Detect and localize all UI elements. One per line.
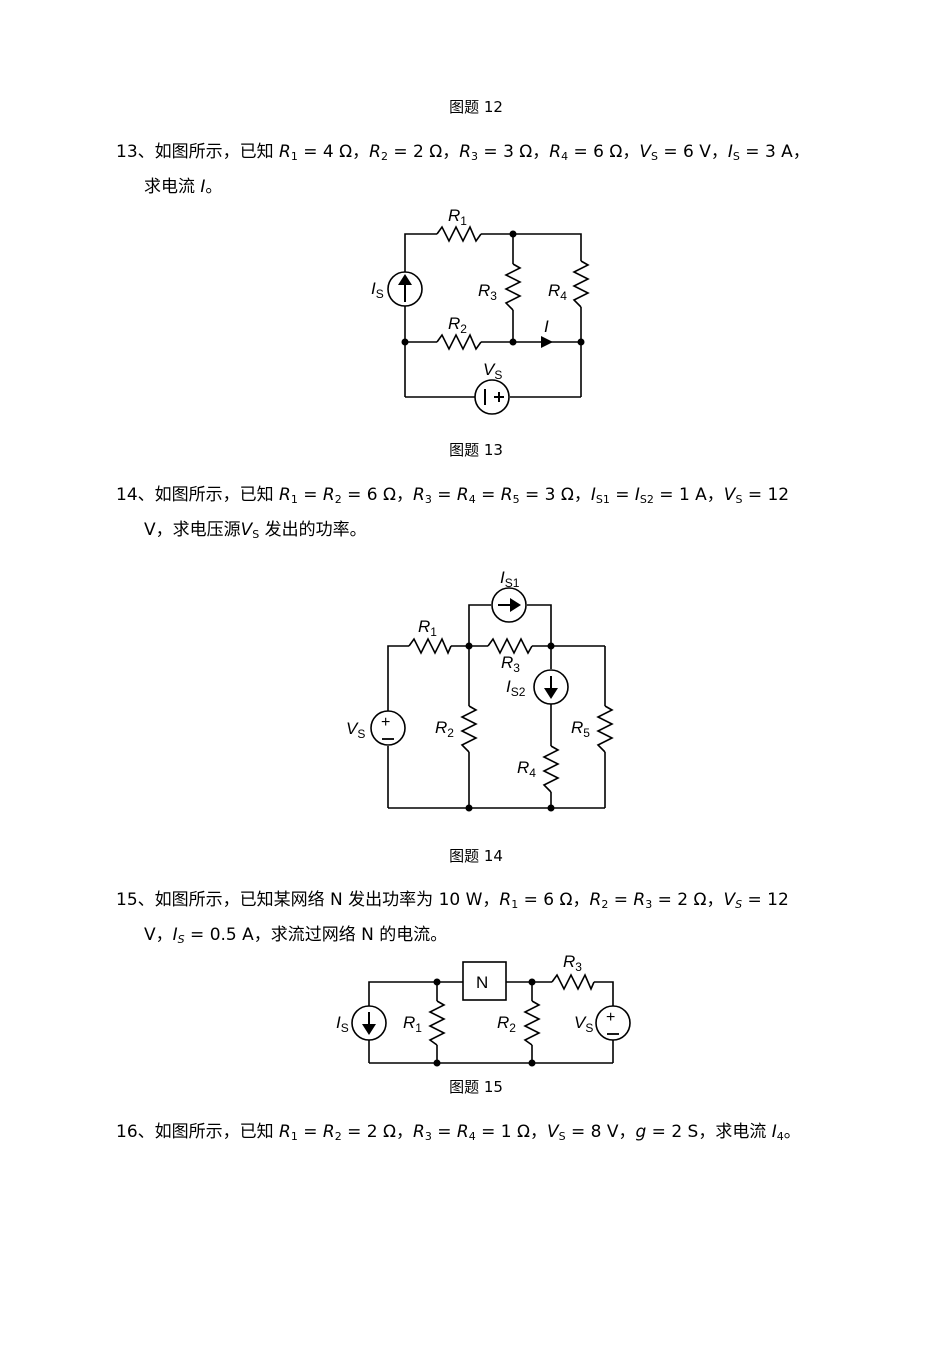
resistor-r2 xyxy=(436,333,482,351)
arrow-up-icon xyxy=(398,274,412,285)
arrow-down-icon xyxy=(362,1024,376,1035)
resistor-r5 xyxy=(596,705,614,753)
label-vs: VS xyxy=(574,1013,593,1035)
label-is: IS xyxy=(336,1013,349,1035)
resistor-r4 xyxy=(542,745,560,793)
resistor-r3 xyxy=(487,637,533,655)
label-vs: VS xyxy=(483,360,502,382)
resistor-r1 xyxy=(436,225,482,243)
voltage-source-vs xyxy=(474,379,510,415)
figure-caption-12: 图题 12 xyxy=(449,98,503,116)
label-r4: R4 xyxy=(548,281,567,303)
arrow-down-icon xyxy=(544,688,558,699)
label-is1: IS1 xyxy=(500,568,520,590)
label-r1: R1 xyxy=(418,617,437,639)
label-r1: R1 xyxy=(448,206,467,228)
resistor-r4 xyxy=(572,260,590,308)
label-is: IS xyxy=(371,279,384,301)
resistor-r2 xyxy=(523,1000,541,1046)
question-14: 14、如图所示，已知 R1 = R2 = 6 Ω，R3 = R4 = R5 = … xyxy=(116,485,790,541)
svg-text:+: + xyxy=(606,1009,615,1026)
label-r2: R2 xyxy=(497,1013,516,1035)
voltage-source-vs xyxy=(370,710,406,746)
label-r2: R2 xyxy=(448,314,467,336)
label-vs: VS xyxy=(346,719,365,741)
question-13: 13、如图所示，已知 R1 = 4 Ω，R2 = 2 Ω，R3 = 3 Ω，R4… xyxy=(116,142,810,197)
resistor-r1 xyxy=(428,1000,446,1046)
question-15: 15、如图所示，已知某网络 N 发出功率为 10 W，R1 = 6 Ω，R2 =… xyxy=(116,890,789,946)
resistor-r1 xyxy=(408,637,452,656)
label-r3: R3 xyxy=(501,653,520,675)
current-arrow-icon xyxy=(541,336,553,348)
label-r4: R4 xyxy=(517,758,536,780)
label-is2: IS2 xyxy=(506,677,526,699)
voltage-source-vs xyxy=(595,1005,631,1041)
label-n: N xyxy=(476,973,488,992)
figure-caption-14: 图题 14 xyxy=(449,847,503,865)
resistor-r3 xyxy=(551,973,595,992)
label-r3: R3 xyxy=(563,952,582,974)
label-r1: R1 xyxy=(403,1013,422,1035)
label-i: I xyxy=(544,317,549,336)
resistor-r2 xyxy=(460,705,478,753)
label-r5: R5 xyxy=(571,718,590,740)
resistor-r3 xyxy=(504,263,522,311)
arrow-right-icon xyxy=(510,598,521,612)
figure-caption-13: 图题 13 xyxy=(449,441,503,459)
label-r3: R3 xyxy=(478,281,497,303)
svg-text:+: + xyxy=(381,714,390,731)
label-r2: R2 xyxy=(435,718,454,740)
question-16: 16、如图所示，已知 R1 = R2 = 2 Ω，R3 = R4 = 1 Ω，V… xyxy=(116,1122,801,1143)
network-n-box xyxy=(462,961,507,1001)
figure-caption-15: 图题 15 xyxy=(449,1078,503,1096)
